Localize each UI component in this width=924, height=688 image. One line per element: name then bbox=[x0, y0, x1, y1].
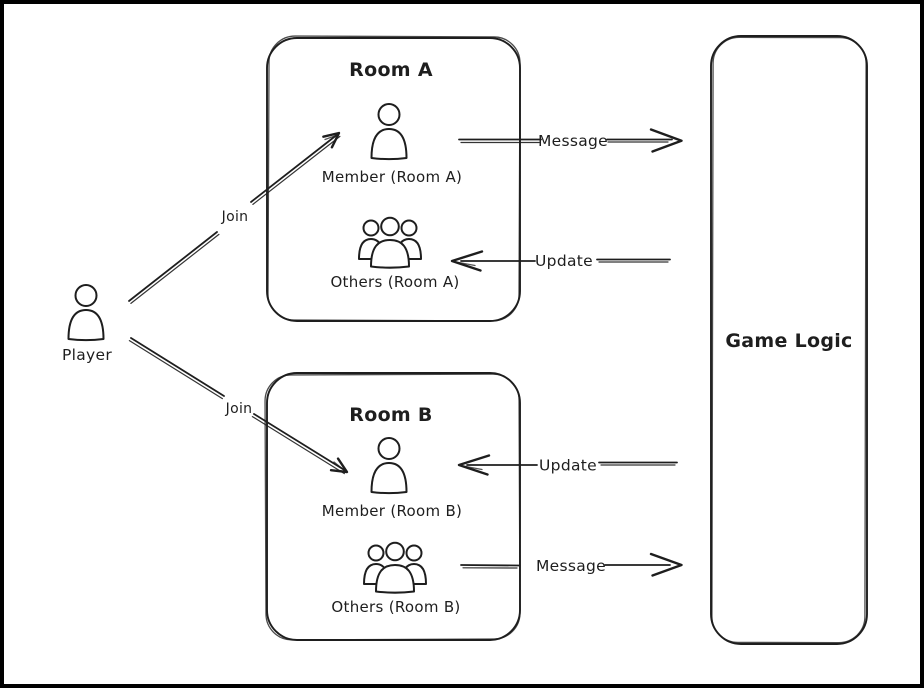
member-room-b-label: Member (Room B) bbox=[322, 502, 462, 520]
update-b-label: Update bbox=[539, 457, 597, 475]
update-arrow-room-a bbox=[450, 250, 671, 272]
room-a-title: Room A bbox=[349, 59, 433, 81]
player-label: Player bbox=[62, 346, 112, 364]
player-person-icon bbox=[67, 284, 105, 342]
member-room-a-label: Member (Room A) bbox=[322, 168, 462, 186]
architecture-diagram: Room A Member (Room A) Others (Room A) R… bbox=[62, 35, 868, 645]
message-b-label: Message bbox=[536, 557, 606, 575]
room-b-title: Room B bbox=[349, 404, 432, 426]
message-arrow-room-a bbox=[458, 128, 683, 153]
join-a-label: Join bbox=[221, 209, 249, 225]
message-a-label: Message bbox=[538, 132, 608, 150]
others-room-b-label: Others (Room B) bbox=[331, 598, 460, 616]
join-arrow-room-a bbox=[128, 131, 341, 305]
game-logic-title: Game Logic bbox=[725, 330, 852, 352]
join-arrow-room-b bbox=[128, 337, 349, 475]
game-logic-box bbox=[710, 35, 868, 645]
message-arrow-room-b bbox=[460, 552, 683, 577]
room-b-box bbox=[264, 372, 521, 641]
room-a-box bbox=[266, 35, 521, 322]
join-b-label: Join bbox=[225, 401, 253, 417]
update-arrow-room-b bbox=[457, 454, 678, 476]
update-a-label: Update bbox=[535, 252, 593, 270]
others-room-a-label: Others (Room A) bbox=[330, 273, 459, 291]
